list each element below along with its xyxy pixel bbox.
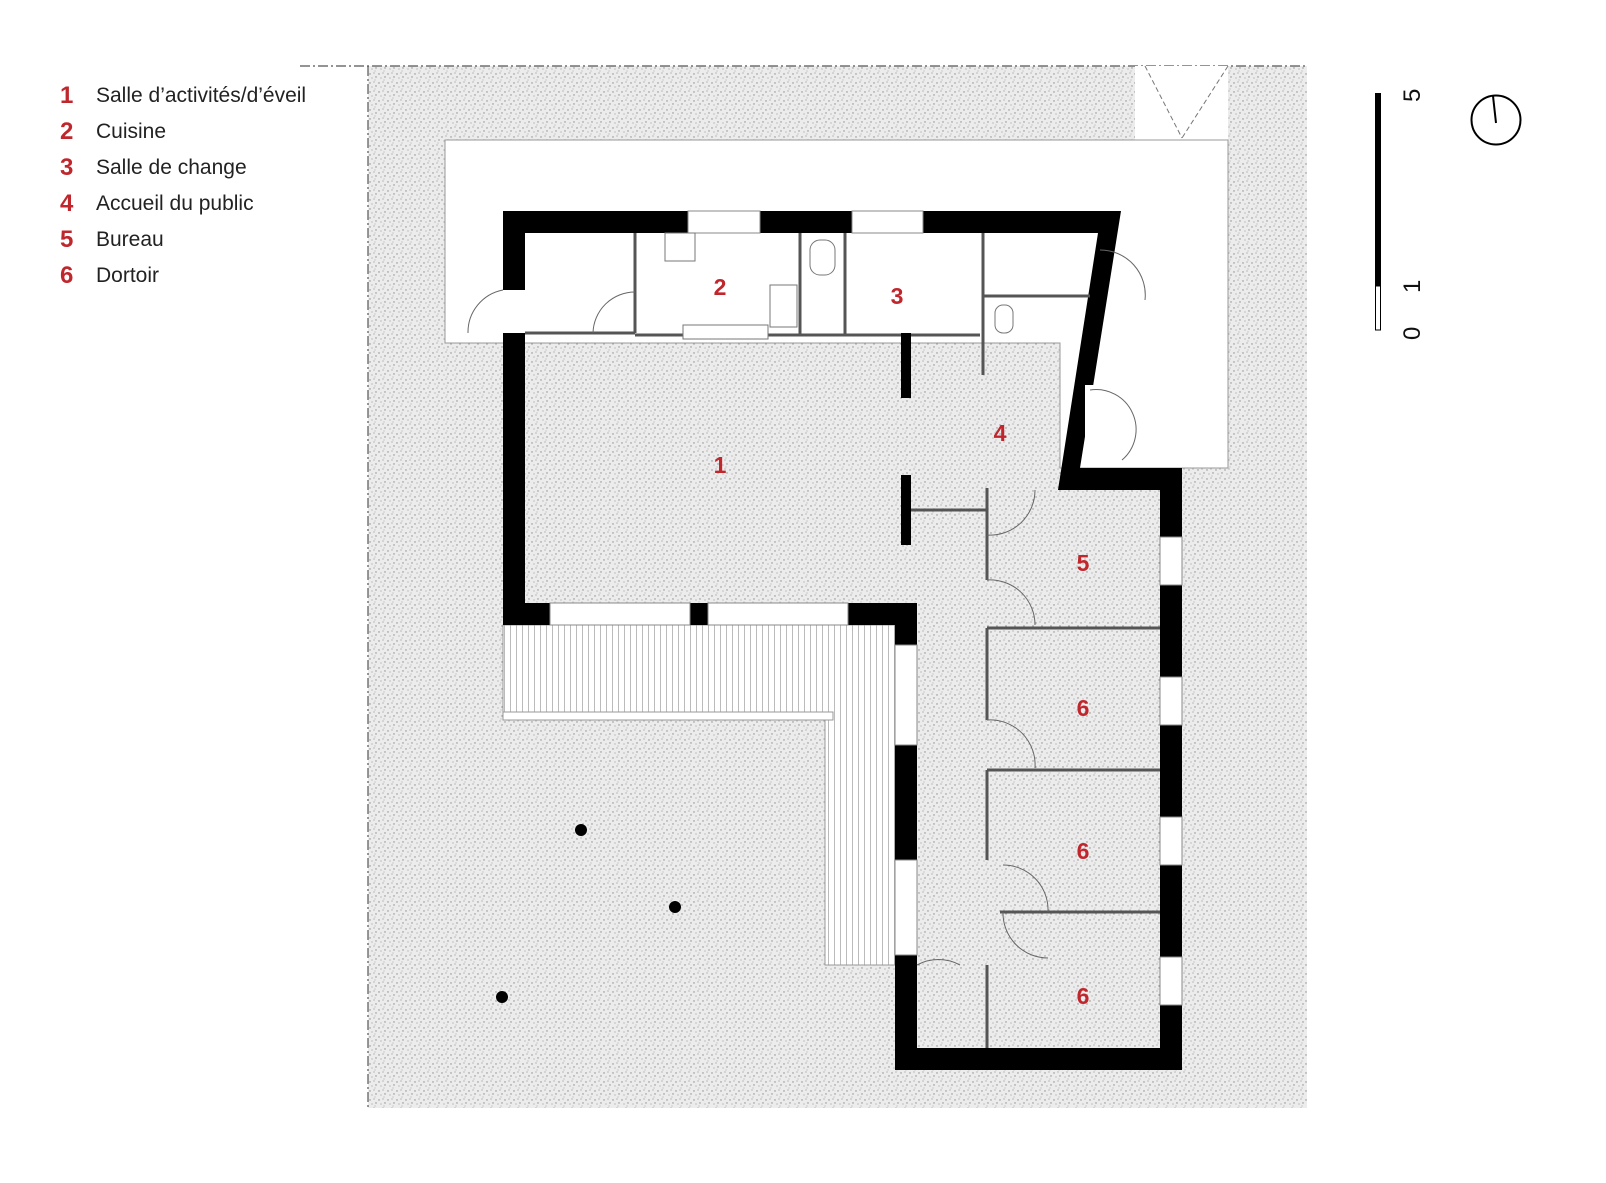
piers bbox=[901, 333, 911, 545]
tree bbox=[575, 824, 587, 836]
doors bbox=[467, 249, 1146, 966]
room-label-1: 1 bbox=[714, 452, 727, 478]
legend-label: Cuisine bbox=[96, 120, 167, 143]
legend-number: 2 bbox=[60, 118, 74, 145]
gate bbox=[1135, 65, 1229, 140]
scale-label-5: 5 bbox=[1399, 89, 1426, 102]
legend-label: Accueil du public bbox=[96, 192, 254, 215]
legend-number: 6 bbox=[60, 262, 74, 289]
legend-item: 5 Bureau bbox=[60, 222, 306, 258]
tree bbox=[496, 991, 508, 1003]
fixtures bbox=[664, 232, 1014, 340]
windows bbox=[503, 210, 1183, 1006]
legend: 1 Salle d’activités/d’éveil 2 Cuisine 3 Sal… bbox=[60, 78, 306, 294]
legend-item: 3 Salle de change bbox=[60, 150, 306, 186]
scale-label-1: 1 bbox=[1399, 280, 1426, 293]
deck-edge bbox=[502, 711, 834, 721]
room-label-5: 5 bbox=[1077, 550, 1090, 576]
legend-number: 3 bbox=[60, 154, 74, 181]
room-label-6: 6 bbox=[1077, 838, 1090, 864]
scale-label-0: 0 bbox=[1399, 327, 1426, 340]
room-label-6: 6 bbox=[1077, 983, 1090, 1009]
tree bbox=[669, 901, 681, 913]
legend-number: 1 bbox=[60, 82, 74, 109]
legend-label: Salle de change bbox=[96, 156, 247, 179]
north-arrow-icon bbox=[1470, 94, 1522, 146]
legend-item: 2 Cuisine bbox=[60, 114, 306, 150]
legend-number: 5 bbox=[60, 226, 74, 253]
legend-item: 1 Salle d’activités/d’éveil bbox=[60, 78, 306, 114]
legend-label: Salle d’activités/d’éveil bbox=[96, 84, 307, 107]
room-label-6: 6 bbox=[1077, 695, 1090, 721]
scale-bar: 5 1 0 bbox=[1375, 89, 1426, 340]
legend-label: Bureau bbox=[96, 228, 164, 251]
room-label-3: 3 bbox=[891, 283, 904, 309]
legend-item: 4 Accueil du public bbox=[60, 186, 306, 222]
room-label-4: 4 bbox=[994, 420, 1007, 446]
room-label-2: 2 bbox=[714, 274, 727, 300]
legend-label: Dortoir bbox=[96, 264, 160, 287]
legend-item: 6 Dortoir bbox=[60, 258, 306, 294]
legend-number: 4 bbox=[60, 190, 74, 217]
